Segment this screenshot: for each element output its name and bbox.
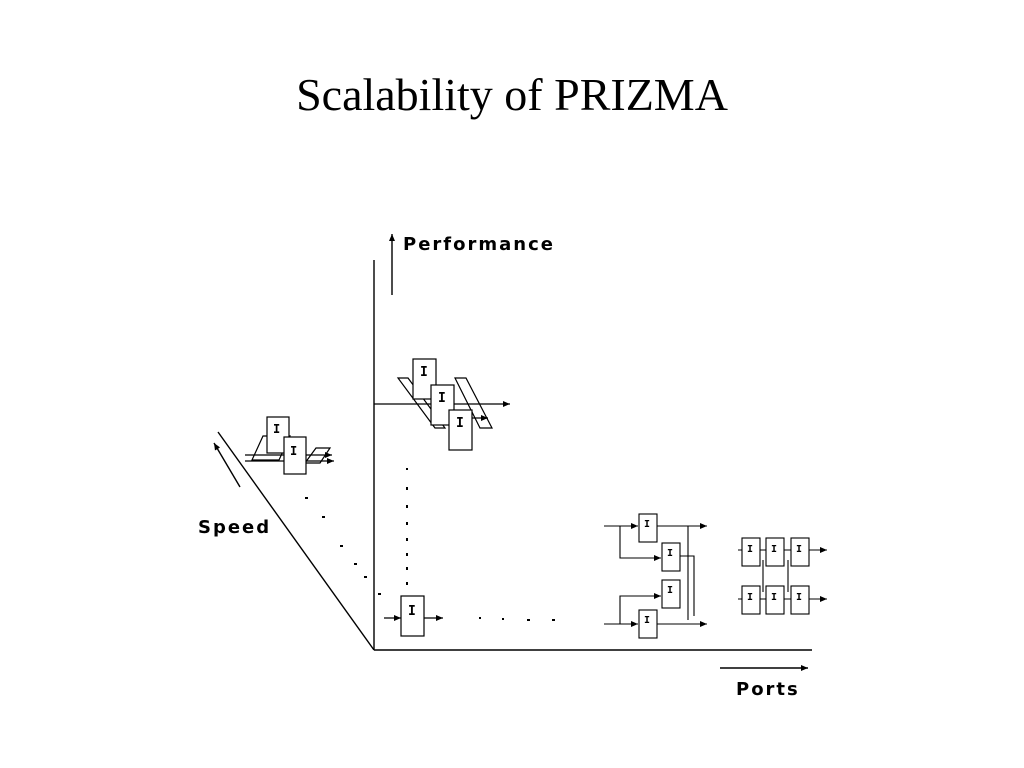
perf-switch-glyph-3: I (456, 416, 464, 431)
perf-switch-box-1 (412, 358, 437, 400)
ports6-switch-box-3 (790, 537, 810, 567)
perf-switch-glyph-2: I (438, 391, 446, 406)
axis-arrows (213, 234, 808, 671)
ports6-switch-glyph-6: I (796, 592, 802, 603)
ports6-switch-box-5 (765, 585, 785, 615)
ports4-switch-box-2 (661, 542, 681, 572)
origin-switch-box (400, 595, 425, 637)
ports-label: Ports (736, 679, 800, 700)
ports6-switch-glyph-4: I (747, 592, 753, 603)
ports6-switch-glyph-5: I (771, 592, 777, 603)
performance-stack-module: I I I (374, 358, 510, 451)
ports4-switch-glyph-4: I (644, 615, 650, 626)
ports4-switch-glyph-2: I (667, 548, 673, 559)
ports6-switch-box-2 (765, 537, 785, 567)
ports-six-switch-module: I I I I I I (738, 537, 827, 615)
ports4-switch-glyph-1: I (644, 519, 650, 530)
axes (217, 260, 812, 651)
speed-switch-glyph-1: I (273, 422, 280, 436)
speed-pair-parallelogram-2 (303, 447, 332, 464)
speed-switch-glyph-2: I (290, 444, 297, 458)
ports6-switch-glyph-3: I (796, 544, 802, 555)
performance-label: Performance (403, 234, 555, 255)
perf-switch-glyph-1: I (420, 365, 428, 380)
origin-switch-glyph: I (408, 604, 416, 619)
ports-four-switch-module: I I I I (604, 513, 707, 639)
origin-switch-module: I (384, 595, 443, 637)
ports4-link-d (680, 555, 695, 616)
speed-pair-module: I I (245, 416, 334, 475)
speed-axis-line (217, 431, 375, 651)
ports4-switch-glyph-3: I (667, 585, 673, 596)
speed-switch-box-2 (283, 436, 307, 475)
ports4-switch-box-3 (661, 579, 681, 609)
perf-stack-parallelogram-1 (396, 377, 447, 429)
ports6-switch-box-6 (790, 585, 810, 615)
perf-switch-box-2 (430, 384, 455, 426)
speed-pair-parallelogram-1 (251, 435, 291, 461)
perf-switch-box-3 (448, 409, 473, 451)
ports6-switch-glyph-2: I (771, 544, 777, 555)
ports4-link-b (619, 593, 661, 624)
dotted-path-ports (479, 617, 555, 621)
ports4-link-a (619, 526, 661, 561)
ports6-switch-box-4 (741, 585, 761, 615)
dotted-path-speed (305, 497, 381, 595)
ports6-switch-glyph-1: I (747, 544, 753, 555)
ports4-switch-box-1 (638, 513, 658, 543)
speed-arrow (213, 442, 241, 488)
ports6-switch-box-1 (741, 537, 761, 567)
speed-label: Speed (198, 517, 271, 538)
slide-title: Scalability of PRIZMA (296, 69, 728, 120)
dotted-path-performance (406, 468, 408, 585)
